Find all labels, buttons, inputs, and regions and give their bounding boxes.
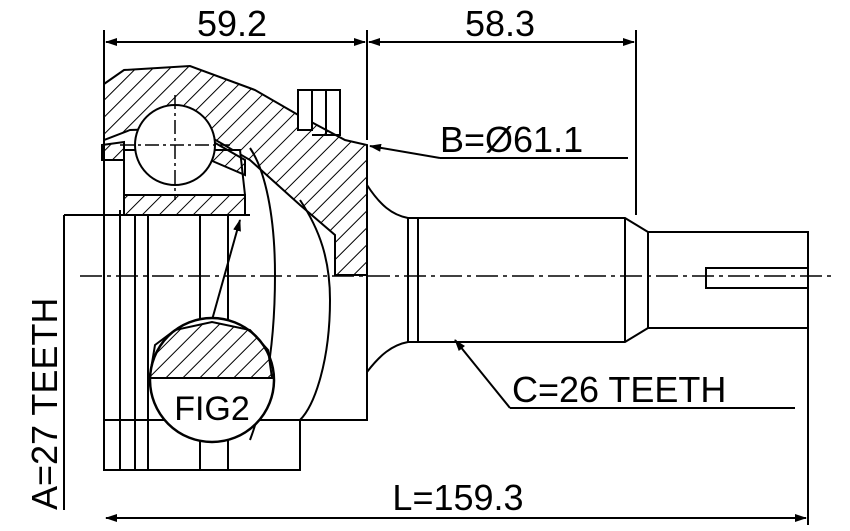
- dim-top-left-label: 59.2: [197, 3, 267, 44]
- dimension-lines: [63, 30, 809, 525]
- boot-clamp: [297, 89, 341, 136]
- fig2-label: FIG2: [174, 390, 250, 428]
- overall-length-label: L=159.3: [392, 477, 523, 518]
- shaft-teeth-label: C=26 TEETH: [512, 369, 726, 410]
- outer-diameter-label: B=Ø61.1: [440, 119, 583, 160]
- fig2-detail: [148, 219, 276, 444]
- inner-teeth-label: A=27 TEETH: [24, 298, 65, 510]
- ball: [120, 95, 230, 200]
- stub-shaft: [366, 184, 809, 373]
- dim-top-right-label: 58.3: [465, 3, 535, 44]
